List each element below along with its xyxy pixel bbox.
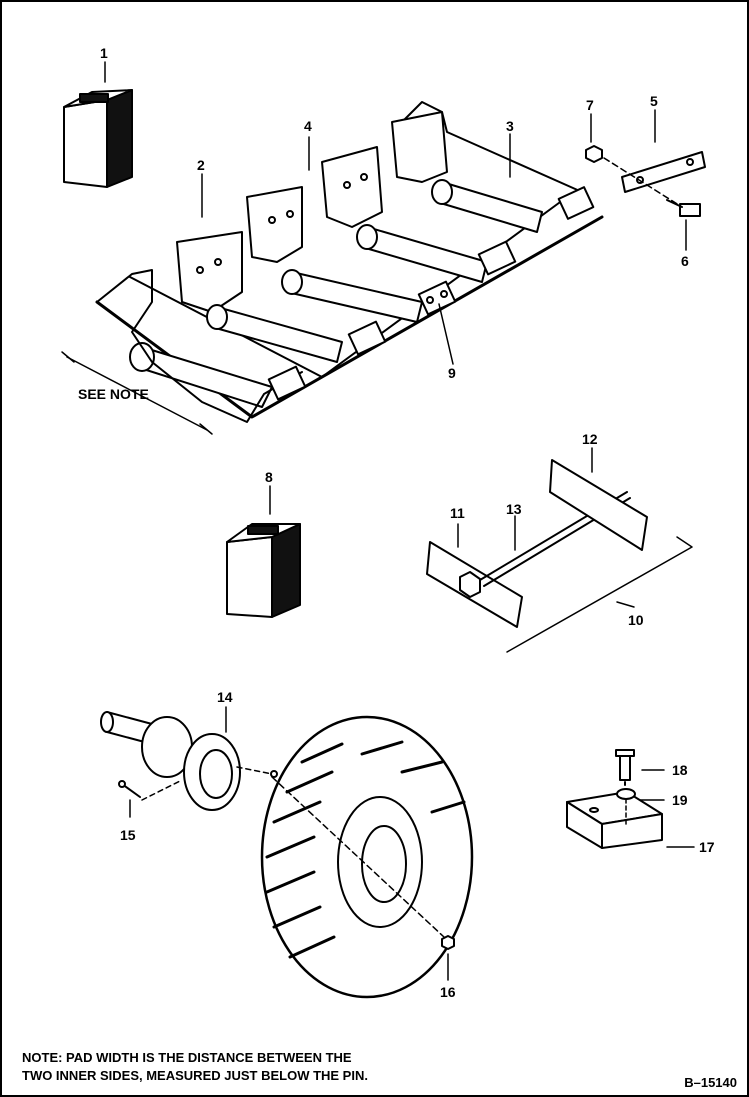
callout-5: 5 — [650, 93, 658, 109]
callout-16: 16 — [440, 984, 456, 1000]
spreader-plate-part-12 — [549, 459, 648, 551]
hub-adapter-part-14 — [183, 733, 241, 811]
callout-18: 18 — [672, 762, 688, 778]
tire-and-wheel — [260, 715, 474, 999]
callout-3: 3 — [506, 118, 514, 134]
nut-part-7 — [585, 145, 603, 163]
see-note-dimension — [61, 351, 213, 435]
callout-10: 10 — [628, 612, 644, 628]
callout-1: 1 — [100, 45, 108, 61]
pad-block-part-1 — [63, 89, 133, 188]
callout-19: 19 — [672, 792, 688, 808]
callout-14: 14 — [217, 689, 233, 705]
spreader-assembly-part-10 — [426, 459, 693, 653]
callout-17: 17 — [699, 839, 715, 855]
callout-8: 8 — [265, 469, 273, 485]
spreader-plate-part-11 — [426, 541, 523, 628]
track-pad-part-2 — [176, 231, 243, 313]
see-note-label: SEE NOTE — [78, 386, 149, 402]
callout-9: 9 — [448, 365, 456, 381]
chain-link-part-9 — [417, 280, 457, 316]
callout-15: 15 — [120, 827, 136, 843]
callout-13: 13 — [506, 501, 522, 517]
note-line-2: TWO INNER SIDES, MEASURED JUST BELOW THE… — [22, 1068, 368, 1083]
track-pad-part-4 — [321, 146, 383, 228]
bolt-part-18 — [615, 749, 635, 781]
wheel-nut-part-16 — [441, 935, 455, 950]
bolt-part-6 — [666, 199, 701, 217]
washer-part-19 — [616, 788, 636, 800]
link-plate-part-5 — [621, 151, 706, 193]
callout-6: 6 — [681, 253, 689, 269]
bolt-part-15 — [118, 780, 141, 798]
track-assembly — [95, 101, 604, 423]
callout-11: 11 — [450, 505, 465, 521]
pad-width-note: NOTE: PAD WIDTH IS THE DISTANCE BETWEEN … — [22, 1049, 368, 1085]
note-line-1: NOTE: PAD WIDTH IS THE DISTANCE BETWEEN … — [22, 1050, 352, 1065]
pad-block-part-8 — [226, 523, 301, 618]
callout-12: 12 — [582, 431, 598, 447]
block-part-17 — [566, 791, 663, 849]
callout-2: 2 — [197, 157, 205, 173]
callout-7: 7 — [586, 97, 594, 113]
figure-code: B–15140 — [684, 1075, 737, 1090]
axle-hub-assembly — [100, 711, 278, 811]
track-roller-part-3 — [431, 179, 543, 233]
callout-4: 4 — [304, 118, 312, 134]
